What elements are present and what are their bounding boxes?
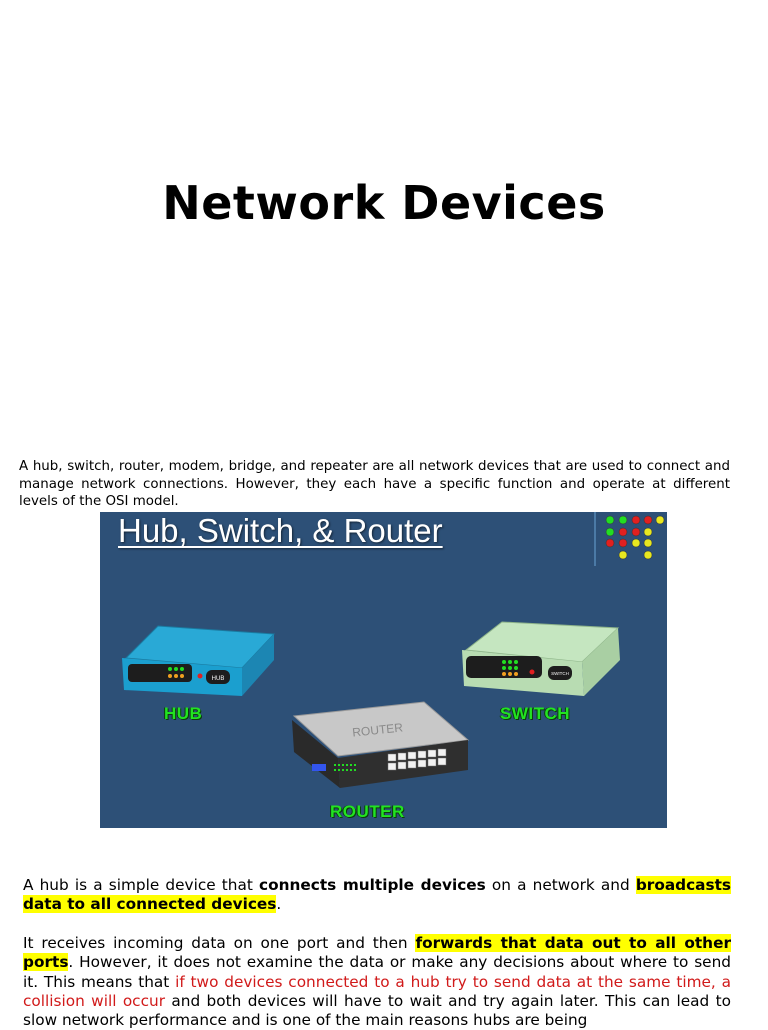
figure-title: Hub, Switch, & Router [118,512,443,549]
switch-label: SWITCH [500,704,571,723]
p1-text-3: . [276,895,282,914]
switch-device-illustration: SWITCH [462,621,620,696]
hub-description-paragraph: A hub is a simple device that connects m… [23,876,732,915]
p1-text-1: A hub is a simple device that [23,876,260,894]
slide-title: Network Devices [162,176,606,230]
hub-label: HUB [164,704,203,723]
figure-divider [594,512,596,566]
hub-badge-text: HUB [212,676,225,682]
router-label: ROUTER [330,802,405,821]
router-device-illustration: ROUTER [292,701,470,788]
p1-text-2: on a network and [485,876,636,894]
intro-paragraph: A hub, switch, router, modem, bridge, an… [19,459,730,509]
p1-bold-1: connects multiple devices [259,876,486,894]
p2-red-text-1: if two devices connected to a hub try to… [23,972,731,1010]
p2-text-2: . However, it does not examine the data … [23,953,731,991]
status-dots-decoration [605,515,665,560]
hub-switch-router-figure: Hub, Switch, & Router [100,512,667,828]
hub-behavior-paragraph: It receives incoming data on one port an… [23,934,731,1030]
router-top-text: ROUTER [352,720,404,739]
switch-badge-text: SWITCH [551,671,569,676]
hub-device-illustration: HUB [122,625,276,696]
p2-text-1: It receives incoming data on one port an… [23,934,416,952]
